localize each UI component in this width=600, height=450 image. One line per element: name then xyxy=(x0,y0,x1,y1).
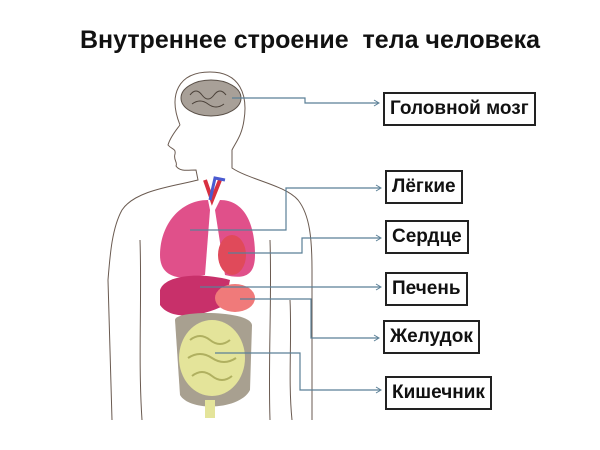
label-stomach: Желудок xyxy=(383,320,480,354)
lungs-icon xyxy=(160,200,210,278)
label-liver: Печень xyxy=(385,272,468,306)
leader-line-brain xyxy=(232,97,378,104)
stomach-icon xyxy=(215,284,255,312)
leader-line-intestine xyxy=(215,352,380,391)
diagram-title: Внутреннее строение тела человека xyxy=(79,26,541,54)
heart-icon xyxy=(218,235,246,275)
head-outline xyxy=(174,71,313,420)
face-outline xyxy=(107,124,199,421)
label-intestine: Кишечник xyxy=(385,376,492,410)
label-brain: Головной мозг xyxy=(383,92,536,126)
label-heart: Сердце xyxy=(385,220,469,254)
leader-line-lungs xyxy=(190,187,380,231)
leader-line-stomach xyxy=(240,298,378,339)
leader-line-heart xyxy=(228,237,380,254)
label-lungs: Лёгкие xyxy=(385,170,463,204)
liver-icon xyxy=(160,275,230,316)
